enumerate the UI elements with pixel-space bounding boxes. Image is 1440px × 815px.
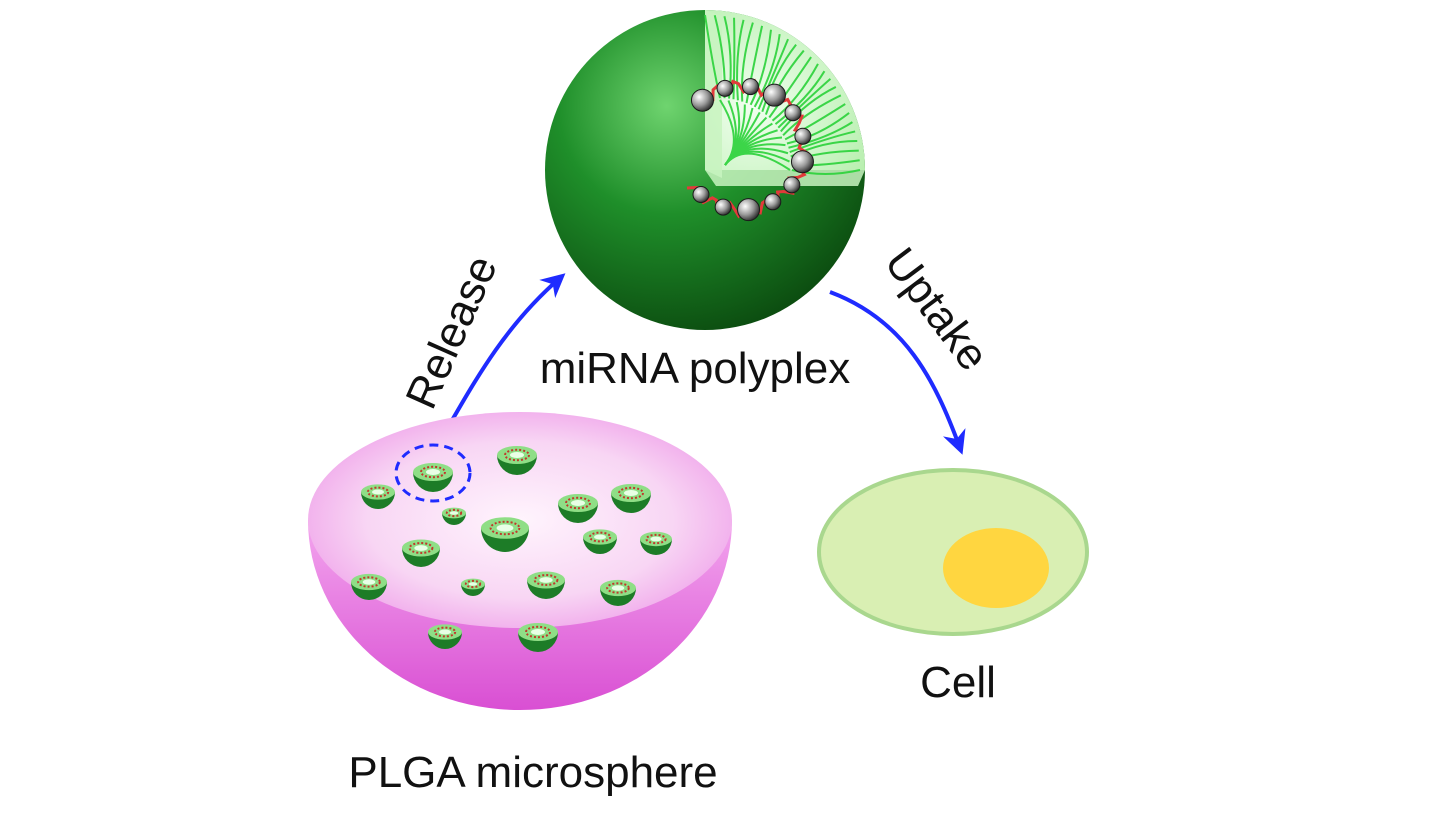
mini-polyplex <box>518 623 558 652</box>
mini-polyplex <box>402 539 440 567</box>
plga-microsphere <box>308 412 732 710</box>
mini-polyplex <box>413 463 453 492</box>
polyplex-core-ring <box>686 78 814 222</box>
label-polyplex: miRNA polyplex <box>540 344 851 393</box>
mini-polyplex <box>558 494 598 523</box>
polyplex-sphere <box>545 10 865 330</box>
embedded-polyplexes <box>351 446 672 652</box>
cell-nucleus <box>943 528 1049 608</box>
mini-polyplex <box>527 571 565 599</box>
label-microsphere: PLGA microsphere <box>348 748 717 797</box>
label-cell: Cell <box>920 658 996 707</box>
mini-polyplex <box>442 507 466 525</box>
uptake-arrow <box>829 290 966 455</box>
mini-polyplex <box>583 529 617 554</box>
mini-polyplex <box>361 484 395 509</box>
mini-polyplex <box>351 573 387 600</box>
mini-polyplex <box>481 517 529 552</box>
mini-polyplex <box>640 531 672 555</box>
label-uptake: Uptake <box>875 239 998 380</box>
cell <box>817 468 1089 636</box>
mini-polyplex <box>497 446 537 475</box>
label-release: Release <box>397 248 507 415</box>
mini-polyplex <box>428 624 462 649</box>
mini-polyplex <box>461 578 485 596</box>
mini-polyplex <box>600 579 636 606</box>
highlight-circle <box>394 443 472 503</box>
mini-polyplex <box>611 484 651 513</box>
